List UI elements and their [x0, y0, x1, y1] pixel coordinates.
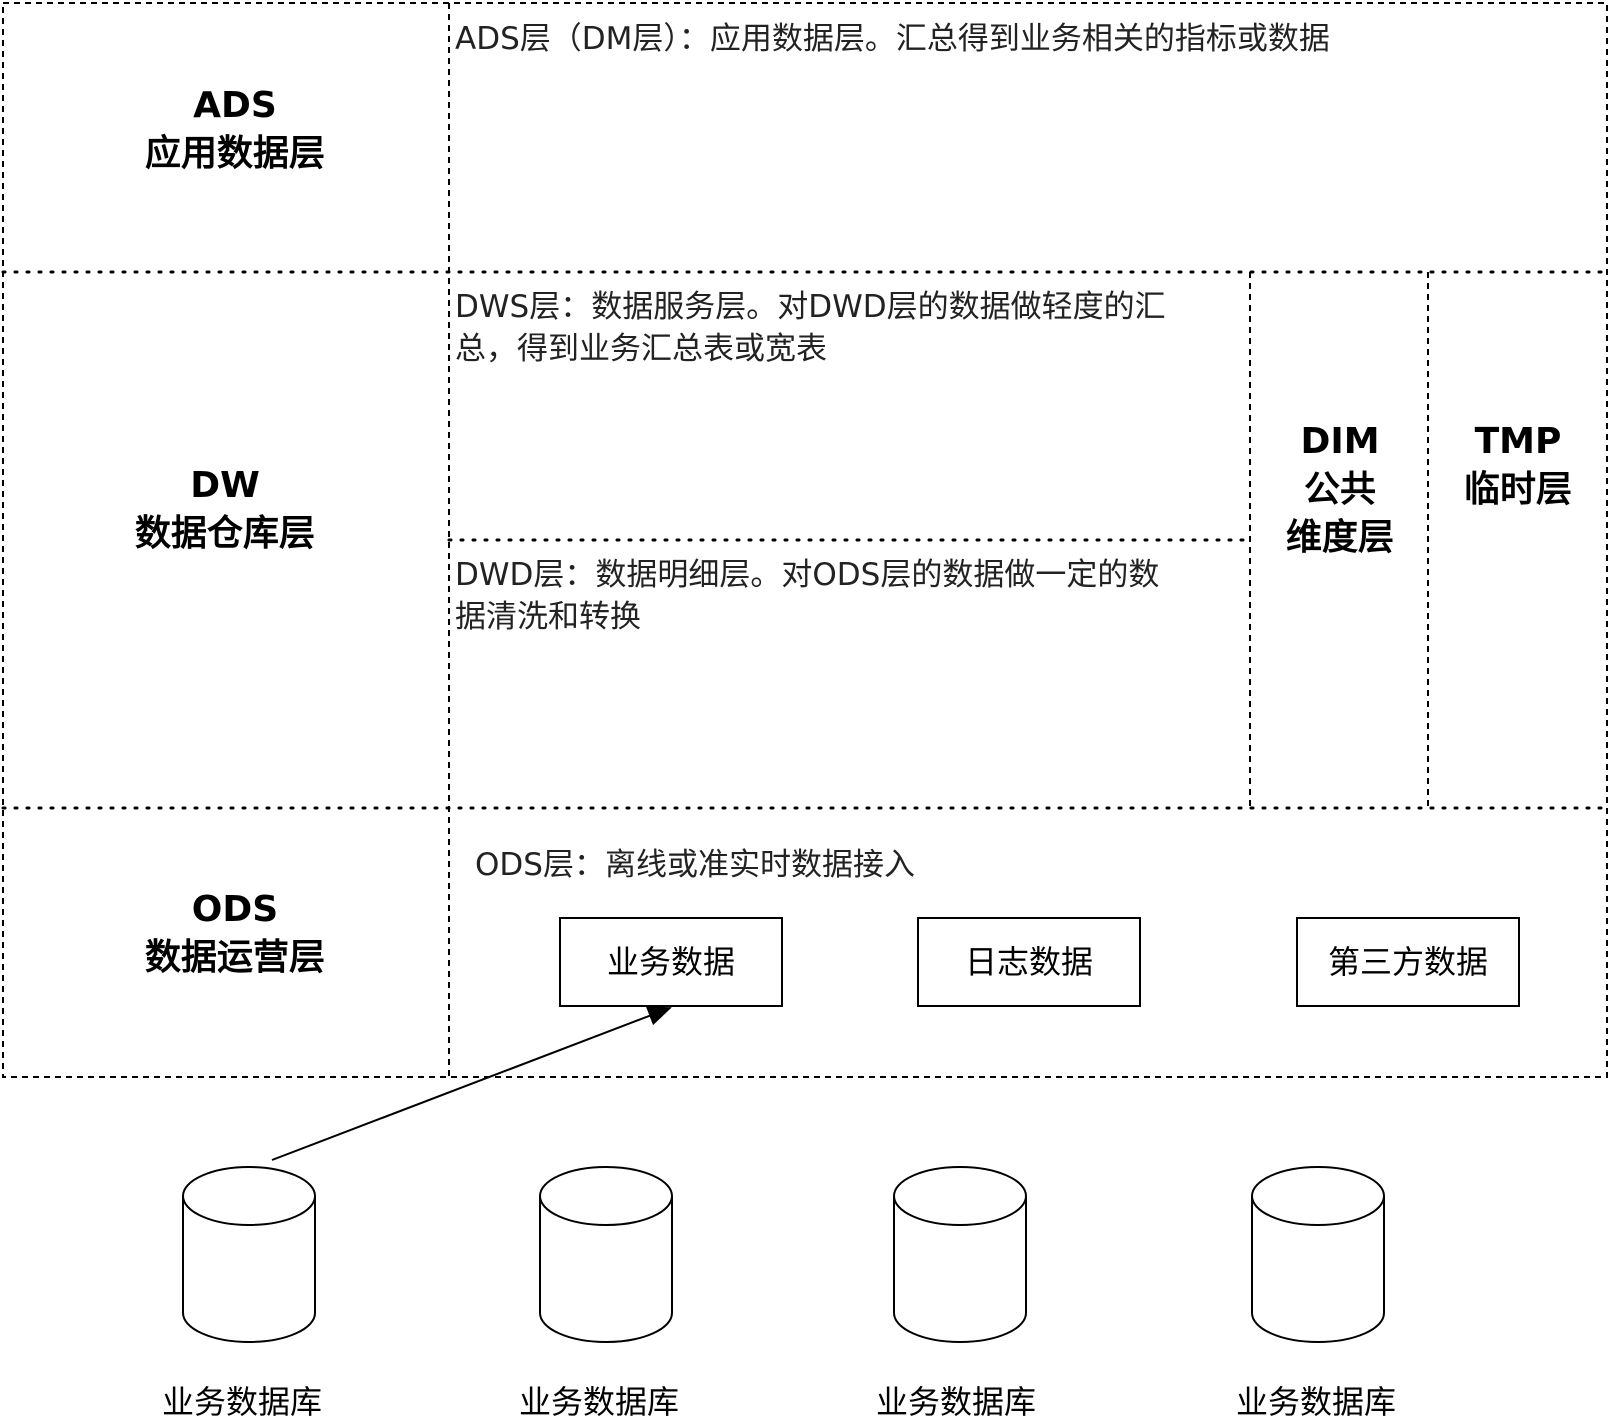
dw-layer-title: DW 数据仓库层	[134, 465, 315, 554]
database-cylinder-4	[1251, 1166, 1385, 1343]
ods-layer-title: ODS 数据运营层	[144, 889, 325, 978]
source-box-log	[917, 917, 1141, 1007]
database-label-3: 业务数据库	[875, 1383, 1036, 1421]
database-cylinder-3	[893, 1166, 1027, 1343]
ods-description: ODS层：离线或准实时数据接入	[475, 847, 915, 883]
database-label-4: 业务数据库	[1235, 1383, 1396, 1421]
ingest-arrow	[271, 1006, 672, 1161]
database-label-2: 业务数据库	[518, 1383, 679, 1421]
source-box-business	[559, 917, 783, 1007]
source-label-business: 业务数据	[606, 943, 735, 981]
dwd-description: DWD层：数据明细层。对ODS层的数据做一定的数据清洗和转换	[455, 557, 1160, 635]
source-box-third-party	[1296, 917, 1520, 1007]
source-label-third-party: 第三方数据	[1327, 943, 1488, 981]
ads-layer-title: ADS 应用数据层	[144, 85, 325, 174]
ads-description: ADS层（DM层）：应用数据层。汇总得到业务相关的指标或数据	[455, 21, 1330, 57]
database-cylinder-1	[182, 1166, 316, 1343]
outer-frame	[2, 2, 1608, 1078]
database-label-1: 业务数据库	[161, 1383, 322, 1421]
source-label-log: 日志数据	[964, 943, 1093, 981]
dws-description: DWS层：数据服务层。对DWD层的数据做轻度的汇总，得到业务汇总表或宽表	[455, 289, 1166, 367]
dim-layer-title: DIM 公共 维度层	[1285, 421, 1394, 558]
tmp-layer-title: TMP 临时层	[1463, 421, 1572, 510]
database-cylinder-2	[539, 1166, 673, 1343]
